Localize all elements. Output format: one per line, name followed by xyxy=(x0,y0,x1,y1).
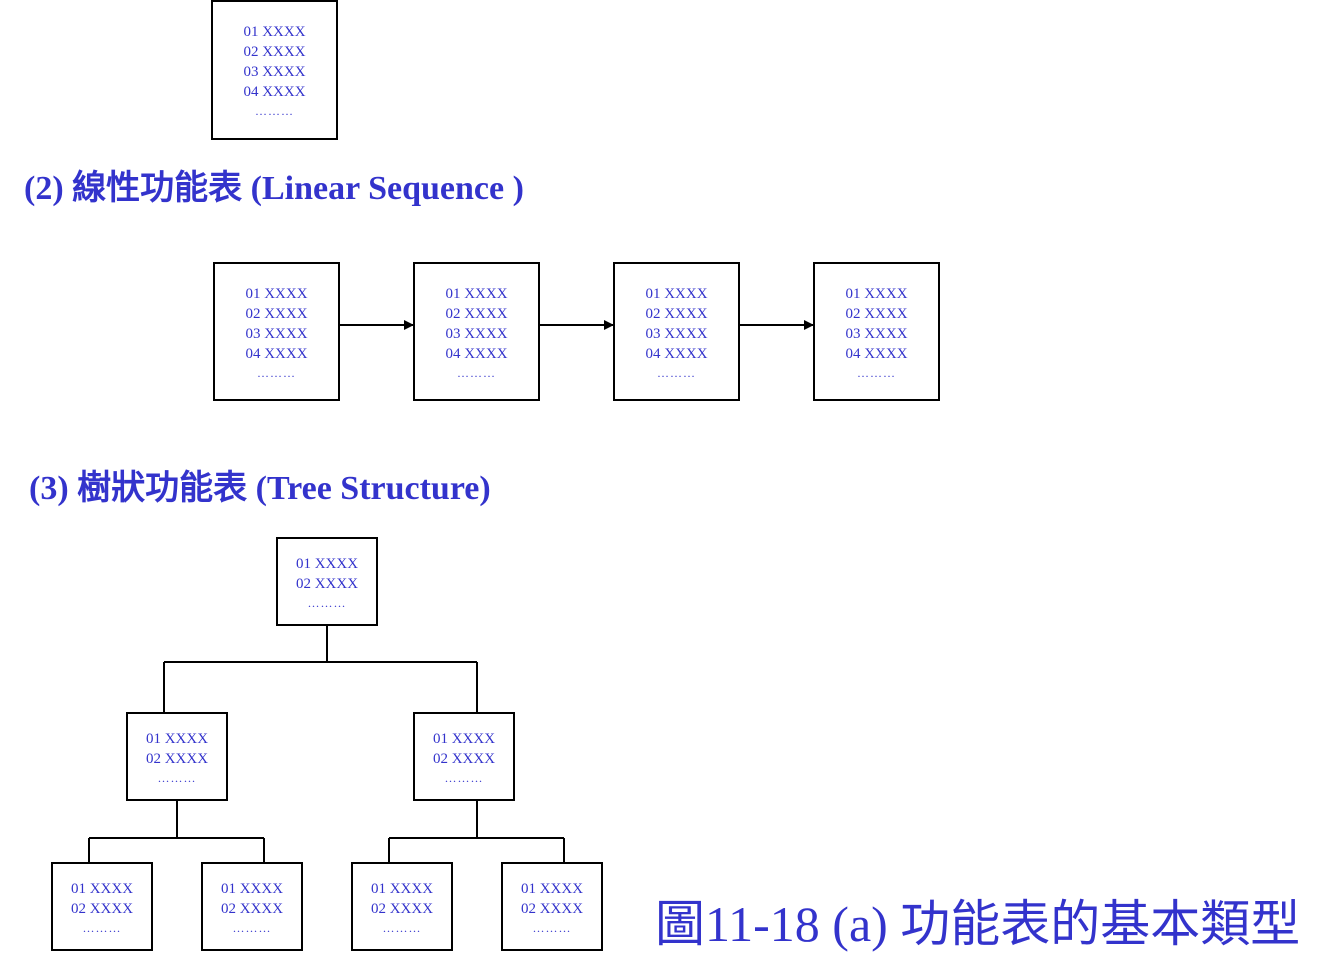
tree-leaf-menu-box-2: 01 XXXX 02 XXXX ……… xyxy=(201,862,303,951)
linear-menu-box-1: 01 XXXX 02 XXXX 03 XXXX 04 XXXX ……… xyxy=(213,262,340,401)
single-menu-box: 01 XXXX 02 XXXX 03 XXXX 04 XXXX ……… xyxy=(211,0,338,140)
menu-item: 02 XXXX xyxy=(445,306,508,322)
menu-item: 02 XXXX xyxy=(370,901,434,917)
menu-item: 04 XXXX xyxy=(245,346,308,362)
tree-right-menu-box: 01 XXXX 02 XXXX ……… xyxy=(413,712,515,801)
linear-menu-box-2: 01 XXXX 02 XXXX 03 XXXX 04 XXXX ……… xyxy=(413,262,540,401)
menu-item: 01 XXXX xyxy=(370,881,434,897)
tree-heading: (3) 樹狀功能表 (Tree Structure) xyxy=(29,470,491,507)
menu-item: 02 XXXX xyxy=(845,306,908,322)
menu-item: 01 XXXX xyxy=(295,556,359,572)
linear-menu-box-4: 01 XXXX 02 XXXX 03 XXXX 04 XXXX ……… xyxy=(813,262,940,401)
linear-menu-box-3: 01 XXXX 02 XXXX 03 XXXX 04 XXXX ……… xyxy=(613,262,740,401)
menu-item: 04 XXXX xyxy=(645,346,708,362)
menu-item: 02 XXXX xyxy=(245,306,308,322)
menu-ellipsis: ……… xyxy=(232,921,272,935)
tree-connector-right xyxy=(388,800,565,863)
menu-ellipsis: ……… xyxy=(382,921,422,935)
menu-ellipsis: ……… xyxy=(82,921,122,935)
menu-item: 01 XXXX xyxy=(845,286,908,302)
tree-left-menu-box: 01 XXXX 02 XXXX ……… xyxy=(126,712,228,801)
menu-item: 01 XXXX xyxy=(220,881,284,897)
menu-item: 01 XXXX xyxy=(645,286,708,302)
menu-item: 03 XXXX xyxy=(445,326,508,342)
menu-item: 01 XXXX xyxy=(243,24,306,40)
menu-item: 02 XXXX xyxy=(70,901,134,917)
menu-ellipsis: ……… xyxy=(857,366,896,380)
menu-item: 01 XXXX xyxy=(445,286,508,302)
linear-heading: (2) 線性功能表 (Linear Sequence ) xyxy=(24,170,524,207)
tree-leaf-menu-box-4: 01 XXXX 02 XXXX ……… xyxy=(501,862,603,951)
tree-leaf-menu-box-1: 01 XXXX 02 XXXX ……… xyxy=(51,862,153,951)
menu-item: 03 XXXX xyxy=(245,326,308,342)
menu-ellipsis: ……… xyxy=(255,104,294,118)
menu-ellipsis: ……… xyxy=(157,771,197,785)
menu-item: 04 XXXX xyxy=(243,84,306,100)
menu-ellipsis: ……… xyxy=(457,366,496,380)
menu-item: 02 XXXX xyxy=(432,751,496,767)
menu-item: 03 XXXX xyxy=(243,64,306,80)
tree-connector-root xyxy=(163,625,478,713)
menu-item: 01 XXXX xyxy=(70,881,134,897)
menu-item: 01 XXXX xyxy=(432,731,496,747)
menu-item: 01 XXXX xyxy=(145,731,209,747)
menu-item: 01 XXXX xyxy=(520,881,584,897)
menu-ellipsis: ……… xyxy=(307,596,347,610)
menu-item: 02 XXXX xyxy=(520,901,584,917)
tree-connector-left xyxy=(88,800,265,863)
figure-caption: 圖11-18 (a) 功能表的基本類型 xyxy=(655,896,1301,952)
menu-item: 02 XXXX xyxy=(145,751,209,767)
menu-item: 02 XXXX xyxy=(295,576,359,592)
menu-item: 03 XXXX xyxy=(845,326,908,342)
menu-item: 04 XXXX xyxy=(445,346,508,362)
menu-item: 04 XXXX xyxy=(845,346,908,362)
tree-root-menu-box: 01 XXXX 02 XXXX ……… xyxy=(276,537,378,626)
menu-item: 02 XXXX xyxy=(243,44,306,60)
menu-item: 02 XXXX xyxy=(220,901,284,917)
menu-ellipsis: ……… xyxy=(444,771,484,785)
tree-leaf-menu-box-3: 01 XXXX 02 XXXX ……… xyxy=(351,862,453,951)
menu-ellipsis: ……… xyxy=(657,366,696,380)
menu-ellipsis: ……… xyxy=(532,921,572,935)
menu-item: 03 XXXX xyxy=(645,326,708,342)
menu-item: 01 XXXX xyxy=(245,286,308,302)
menu-item: 02 XXXX xyxy=(645,306,708,322)
menu-ellipsis: ……… xyxy=(257,366,296,380)
